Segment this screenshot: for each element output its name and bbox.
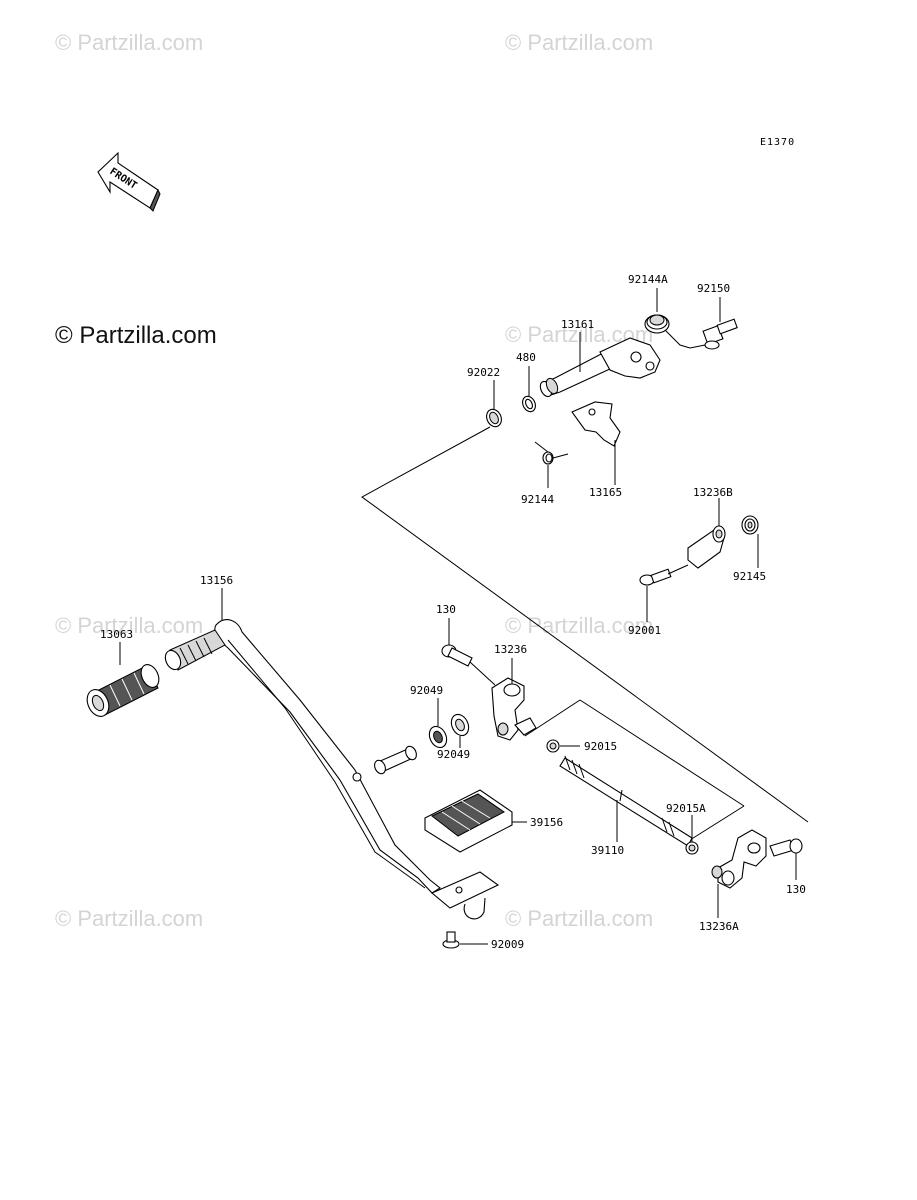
bolt <box>639 564 689 586</box>
return-spring <box>644 314 691 349</box>
snap-ring <box>522 395 536 413</box>
front-arrow-icon: FRONT <box>97 151 161 212</box>
torsion-spring <box>534 441 569 465</box>
copyright-notice: © Partzilla.com <box>55 322 217 349</box>
part-label: 13236A <box>699 920 739 933</box>
part-label: 130 <box>436 603 456 616</box>
assembly-outline <box>524 699 581 737</box>
part-label: 92015A <box>666 802 706 815</box>
watermark: © Partzilla.com <box>55 30 204 55</box>
watermark: © Partzilla.com <box>505 30 654 55</box>
oil-seal <box>428 725 448 749</box>
part-label: 480 <box>516 351 536 364</box>
part-label: 13161 <box>561 318 594 331</box>
lock-nut <box>685 841 699 855</box>
tie-rod <box>559 755 693 847</box>
part-label: 92150 <box>697 282 730 295</box>
part-label: 13063 <box>100 628 133 641</box>
bolt <box>441 644 496 686</box>
part-label: 92015 <box>584 740 617 753</box>
part-label: 92049 <box>437 748 470 761</box>
pedal-pad <box>424 789 513 853</box>
washer <box>486 408 502 428</box>
pivot-bolt <box>689 318 738 350</box>
shift-lever-arm <box>687 525 726 569</box>
shift-shaft <box>539 337 661 398</box>
part-label: 92049 <box>410 684 443 697</box>
shift-link-lever <box>711 829 767 889</box>
pedal-footplate <box>430 871 500 920</box>
assembly-outline <box>361 426 809 823</box>
part-label: 13236 <box>494 643 527 656</box>
part-label: 39110 <box>591 844 624 857</box>
part-label: 92009 <box>491 938 524 951</box>
spring-clip <box>741 515 759 535</box>
oil-seal <box>450 713 470 737</box>
part-label: 13156 <box>200 574 233 587</box>
part-label: 13165 <box>589 486 622 499</box>
part-label: 13236B <box>693 486 733 499</box>
shift-link-lever <box>491 677 537 741</box>
bolt <box>769 838 803 857</box>
shift-pedal-lever <box>214 619 441 894</box>
watermark: © Partzilla.com <box>505 906 654 931</box>
part-label: 92144A <box>628 273 668 286</box>
leader-lines <box>119 288 797 945</box>
watermark: © Partzilla.com <box>55 906 204 931</box>
pedal-rubber <box>86 664 160 717</box>
assembly-outline <box>689 805 745 841</box>
lock-nut <box>546 739 560 753</box>
pedal-peg <box>164 629 226 671</box>
part-label: 130 <box>786 883 806 896</box>
diagram-code: E1370 <box>760 137 796 148</box>
part-label: 39156 <box>530 816 563 829</box>
part-label: 92145 <box>733 570 766 583</box>
part-label: 92144 <box>521 493 554 506</box>
pad-screw <box>442 931 460 949</box>
part-label: 92022 <box>467 366 500 379</box>
shift-plate <box>571 401 621 447</box>
assembly-outline <box>579 699 745 807</box>
watermark: © Partzilla.com <box>55 613 204 638</box>
watermark: © Partzilla.com <box>505 613 654 638</box>
part-label: 92001 <box>628 624 661 637</box>
